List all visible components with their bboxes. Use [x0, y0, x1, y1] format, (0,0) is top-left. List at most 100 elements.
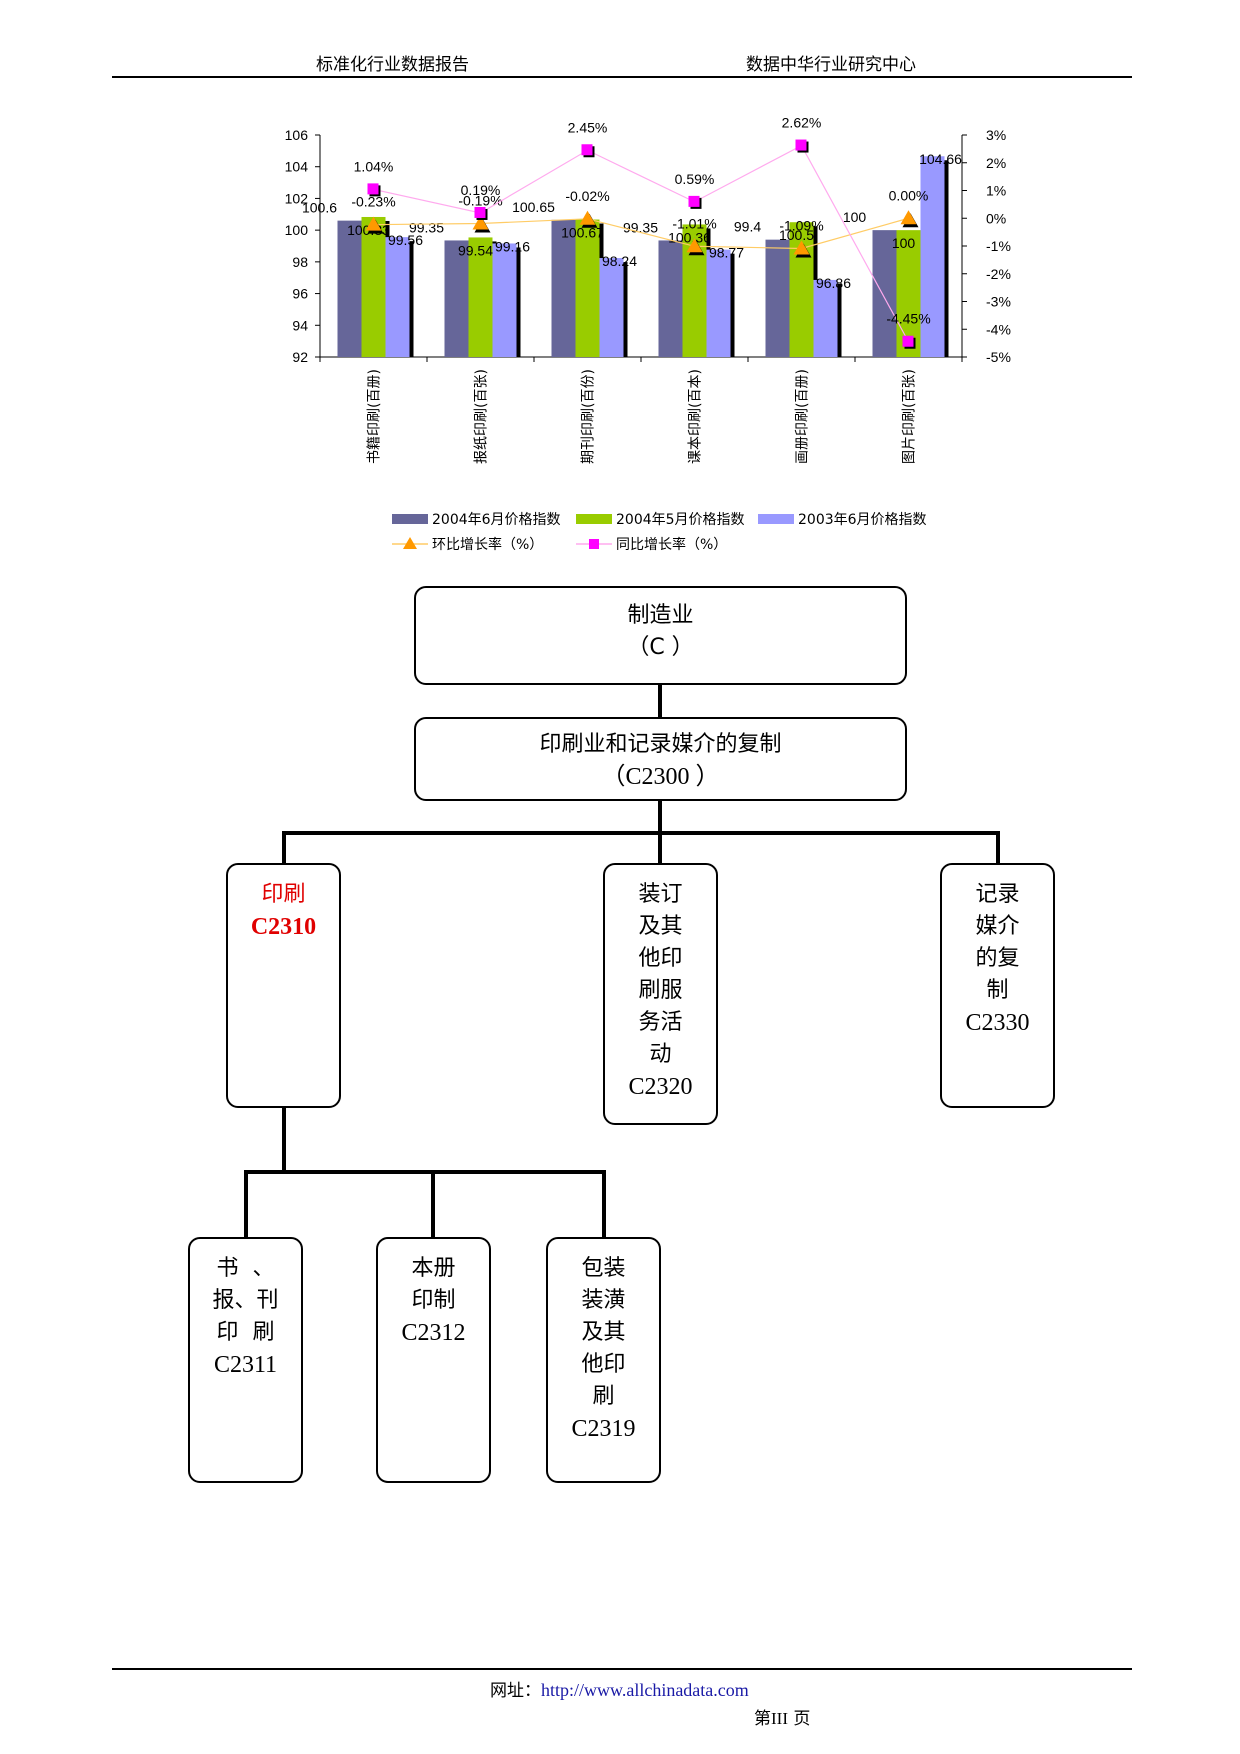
y-tick-label: 92: [292, 349, 308, 365]
footer-page-roman: III: [771, 1709, 788, 1728]
y2-tick-label: 0%: [986, 210, 1006, 226]
x-category-label: 报纸印刷(百张): [474, 369, 490, 464]
legend-swatch: [576, 514, 612, 524]
org-box-c2319-line: 装潢: [581, 1288, 626, 1313]
legend-marker: [589, 539, 599, 549]
org-root-box: 制造业 （C ）: [414, 586, 907, 685]
line-value-label: -0.23%: [351, 194, 395, 210]
triangle-marker: [472, 215, 489, 230]
square-marker: [367, 183, 379, 195]
org-box-c2320-line: 刷服: [638, 978, 683, 1003]
y2-tick-label: 3%: [986, 127, 1006, 143]
org-box-c2311: 书 、 报、刊 印 刷 C2311: [188, 1237, 303, 1483]
connector-c2311-up: [244, 1170, 248, 1237]
org-box-c2320-line: 及其: [638, 914, 683, 939]
org-box-c2312: 本册 印制 C2312: [376, 1237, 491, 1483]
bar: [468, 237, 493, 357]
y-tick-label: 100: [285, 222, 309, 238]
org-box-c2310-code: C2310: [250, 914, 317, 940]
bar-value-label: 99.16: [495, 238, 530, 254]
org-box-c2319-code: C2319: [571, 1416, 636, 1442]
triangle-marker: [365, 216, 382, 231]
square-marker: [902, 335, 914, 347]
bar: [872, 230, 897, 357]
org-box-c2310: 印刷 C2310: [226, 863, 341, 1108]
legend-label: 2004年5月价格指数: [616, 512, 745, 528]
bar: [813, 279, 838, 357]
bar: [385, 237, 410, 357]
line-value-label: -4.45%: [886, 311, 930, 327]
y2-tick-label: 1%: [986, 183, 1006, 199]
bar: [658, 240, 683, 357]
legend-swatch: [392, 514, 428, 524]
connector-level3-bar: [244, 1170, 606, 1174]
org-box-c2319-line: 他印: [581, 1352, 626, 1377]
org-box-c2311-line: 报、刊: [212, 1288, 279, 1313]
y2-tick-label: -5%: [986, 349, 1011, 365]
line-value-label: 0.59%: [675, 171, 715, 187]
y-tick-label: 96: [292, 286, 308, 302]
footer-site: 网址：http://www.allchinadata.com: [490, 1676, 749, 1701]
org-box-c2311-line: 书 、: [216, 1256, 275, 1281]
price-index-chart: 92949698100102104106-5%-4%-3%-2%-1%0%1%2…: [285, 115, 1011, 553]
org-box-c2320-line: 动: [649, 1042, 672, 1067]
bar: [444, 240, 469, 357]
bar-value-label: 100.67: [561, 225, 604, 241]
footer-page-suffix: 页: [787, 1709, 811, 1729]
x-category-label: 书籍印刷(百册): [366, 369, 383, 464]
legend-label: 2003年6月价格指数: [798, 512, 927, 528]
org-box-c2320-line: 装订: [638, 882, 683, 907]
org-box-c2330: 记录 媒介 的复 制 C2330: [940, 863, 1055, 1108]
org-box-c2319-line: 刷: [592, 1384, 615, 1409]
org-box-c2319-line: 及其: [581, 1320, 626, 1345]
bar-value-label: 100.65: [512, 199, 555, 215]
org-box-c2330-line: 制: [986, 978, 1009, 1003]
org-level1-code: （C2300 ）: [601, 764, 720, 790]
bar-value-label: 98.77: [709, 245, 744, 261]
bar: [599, 258, 624, 357]
triangle-marker: [793, 240, 810, 255]
legend-marker: [403, 537, 417, 549]
org-box-c2312-code: C2312: [401, 1320, 466, 1346]
line-value-label: -1.01%: [672, 215, 716, 231]
line-value-label: -0.19%: [458, 193, 502, 209]
connector-level1-down: [658, 801, 662, 833]
org-root-code: （C ）: [627, 635, 694, 660]
y-tick-label: 98: [292, 254, 308, 270]
bar-value-label: 99.35: [623, 219, 658, 235]
bar-value-label: 99.56: [388, 232, 423, 248]
y-tick-label: 102: [285, 190, 309, 206]
org-box-c2312-line: 印制: [411, 1288, 456, 1313]
org-root-title: 制造业: [627, 603, 694, 628]
bar: [575, 219, 600, 357]
org-box-c2330-line: 记录: [975, 882, 1020, 907]
connector-level2-bar: [282, 831, 1000, 835]
org-box-c2320-line: 他印: [638, 946, 683, 971]
org-box-c2320-line: 务活: [638, 1010, 683, 1035]
connector-c2319-up: [602, 1170, 606, 1237]
page-header: 标准化行业数据报告 数据中华行业研究中心: [112, 46, 1132, 78]
y2-tick-label: 2%: [986, 155, 1006, 171]
x-category-label: 课本印刷(百本): [688, 369, 704, 464]
org-box-c2311-line: 印 刷: [216, 1320, 275, 1345]
bar-value-label: 99.35: [409, 219, 444, 235]
series-line: [373, 217, 909, 250]
bar-value-label: 100: [843, 209, 867, 225]
triangle-marker: [579, 210, 596, 225]
bar: [706, 249, 731, 357]
connector-c2320-up: [658, 831, 662, 863]
org-box-c2320: 装订 及其 他印 刷服 务活 动 C2320: [603, 863, 718, 1125]
bar: [337, 220, 362, 357]
footer-site-link[interactable]: http://www.allchinadata.com: [541, 1680, 749, 1700]
page-footer: 网址：http://www.allchinadata.com 第III 页: [112, 1668, 1132, 1729]
y-tick-label: 94: [292, 317, 308, 333]
line-value-label: 2.62%: [782, 115, 822, 131]
connector-root-level1: [658, 685, 662, 717]
footer-site-label: 网址：: [490, 1681, 541, 1701]
bar: [551, 219, 576, 357]
connector-c2330-up: [996, 831, 1000, 863]
header-left-title: 标准化行业数据报告: [316, 55, 469, 75]
org-box-c2330-line: 媒介: [975, 914, 1020, 939]
org-box-c2310-title: 印刷: [261, 882, 306, 907]
bar-value-label: 100.36: [668, 229, 711, 245]
